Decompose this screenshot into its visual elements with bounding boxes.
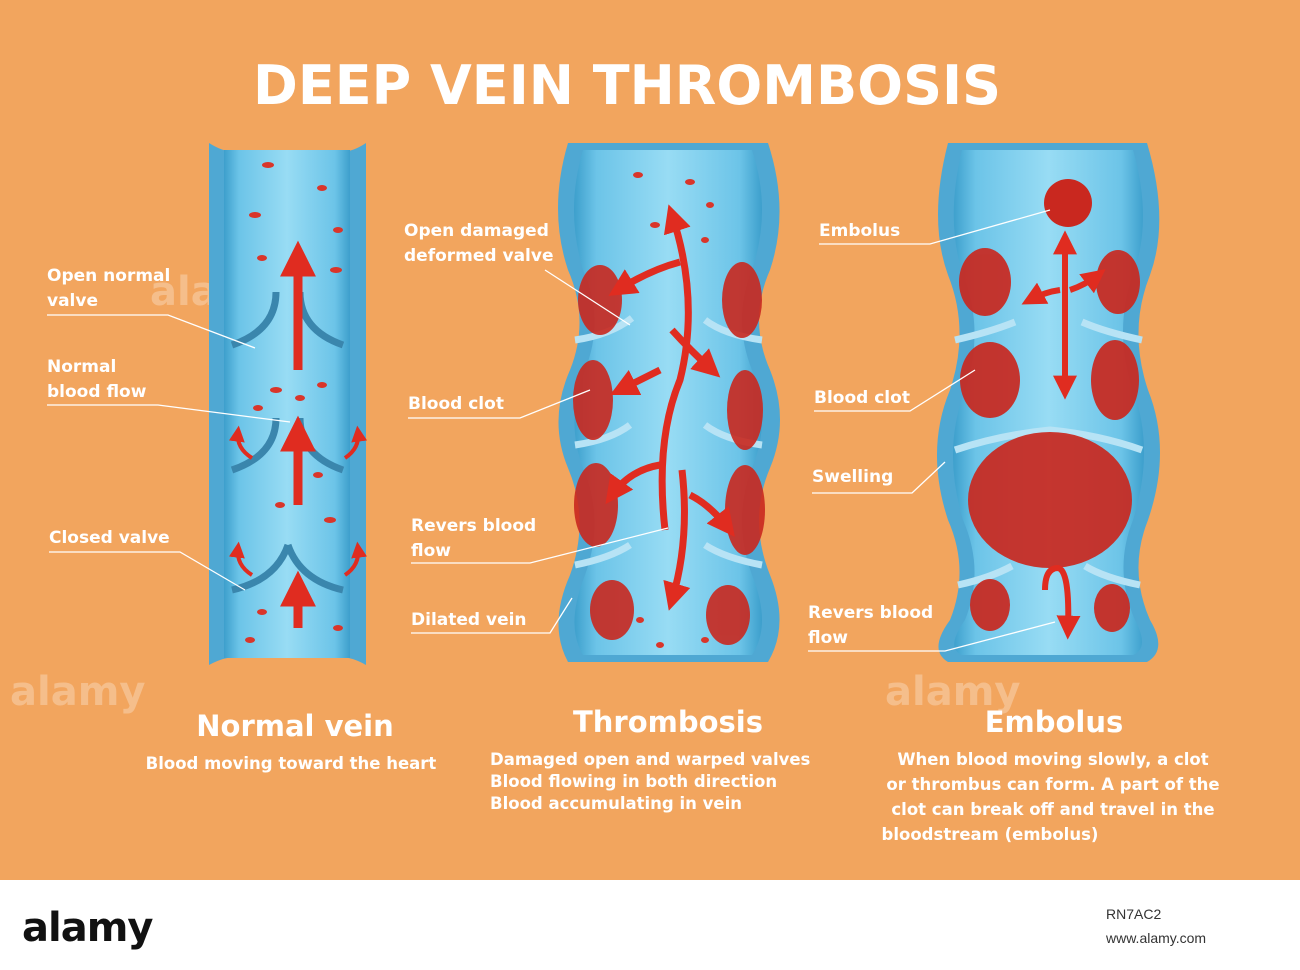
label-blood-clot-thrombosis: Blood clot [408, 389, 591, 419]
label-line: Revers blood [808, 603, 933, 623]
label-line: valve [47, 291, 98, 311]
alamy-logo: alamy [22, 905, 153, 951]
vein-lumen [224, 150, 350, 658]
eddy-arrow [228, 425, 254, 460]
label-line: Open damaged [404, 221, 549, 241]
panel-description-normal: Blood moving toward the heart [146, 754, 437, 773]
page-title: DEEP VEIN THROMBOSIS [253, 54, 1001, 117]
label-line: Open normal [47, 266, 170, 286]
leader-line [411, 597, 573, 634]
label-line: Revers blood [411, 516, 536, 536]
label-blood-clot-embolus: Blood clot [814, 369, 976, 412]
watermark-text: alamy [885, 669, 1020, 715]
valve-leaflet [231, 543, 292, 594]
label-line: Swelling [812, 467, 893, 487]
blood-cells [245, 162, 343, 643]
stock-url: www.alamy.com [1106, 930, 1207, 946]
leader-line [808, 621, 1056, 652]
label-line: Blood clot [814, 388, 910, 408]
panel-description-thrombosis: Blood accumulating in vein [490, 794, 742, 813]
stock-footer [0, 880, 1300, 970]
leader-line [411, 527, 669, 564]
valve-leaflet [230, 417, 280, 474]
blood-clots [959, 248, 1140, 632]
thrombosis-vein-illustration [558, 143, 780, 662]
eddy-arrow [343, 425, 368, 460]
panel-title-embolus: Embolus [985, 705, 1124, 739]
leader-line [544, 269, 631, 326]
label-reverse-flow-thrombosis: Revers blood flow [411, 516, 669, 564]
label-open-normal-valve: Open normal valve [47, 266, 256, 349]
leader-line [812, 461, 946, 494]
flow-arrows [1021, 230, 1106, 640]
label-line: Blood clot [408, 394, 504, 414]
label-closed-valve: Closed valve [49, 528, 246, 591]
label-swelling: Swelling [812, 461, 946, 494]
panel-title-thrombosis: Thrombosis [573, 705, 763, 739]
label-line: Closed valve [49, 528, 170, 548]
chaotic-flow-arrows [605, 204, 735, 611]
leader-line [814, 369, 976, 412]
blood-clots [573, 262, 765, 645]
embolus-clump [1044, 179, 1092, 227]
label-line: flow [411, 541, 451, 561]
label-line: blood flow [47, 382, 147, 402]
blood-cells [633, 172, 714, 648]
label-line: Normal [47, 357, 116, 377]
panel-description-embolus: When blood moving slowly, a clot [897, 750, 1208, 769]
panel-description-embolus: or thrombus can form. A part of the [886, 775, 1219, 794]
label-reverse-flow-embolus: Revers blood flow [808, 603, 1056, 652]
leader-line [408, 389, 591, 419]
leader-line [47, 404, 291, 423]
infographic: alamy alamy alamy alamy DEEP VEIN THROMB… [0, 0, 1300, 880]
label-line: flow [808, 628, 848, 648]
label-normal-blood-flow: Normal blood flow [47, 357, 291, 423]
watermark-text: alamy [10, 669, 145, 715]
label-line: Embolus [819, 221, 900, 241]
eddy-arrow [343, 541, 368, 577]
label-line: deformed valve [404, 246, 553, 266]
label-embolus: Embolus [819, 209, 1051, 245]
label-open-damaged-valve: Open damaged deformed valve [404, 221, 631, 326]
valves [953, 318, 1144, 589]
leader-line [49, 551, 246, 591]
leader-line [819, 209, 1051, 245]
panel-description-embolus: bloodstream (embolus) [882, 825, 1099, 844]
stock-image-id: RN7AC2 [1106, 906, 1162, 922]
leader-line [47, 314, 256, 349]
eddy-arrow [228, 541, 254, 577]
panel-title-normal: Normal vein [196, 709, 393, 743]
label-dilated-vein: Dilated vein [411, 597, 573, 634]
panel-description-thrombosis: Blood flowing in both direction [490, 772, 777, 791]
embolus-vein-illustration [936, 143, 1160, 662]
label-line: Dilated vein [411, 610, 527, 630]
panel-description-embolus: clot can break off and travel in the [891, 800, 1214, 819]
panel-description-thrombosis: Damaged open and warped valves [490, 750, 811, 769]
normal-vein-illustration [209, 143, 368, 665]
